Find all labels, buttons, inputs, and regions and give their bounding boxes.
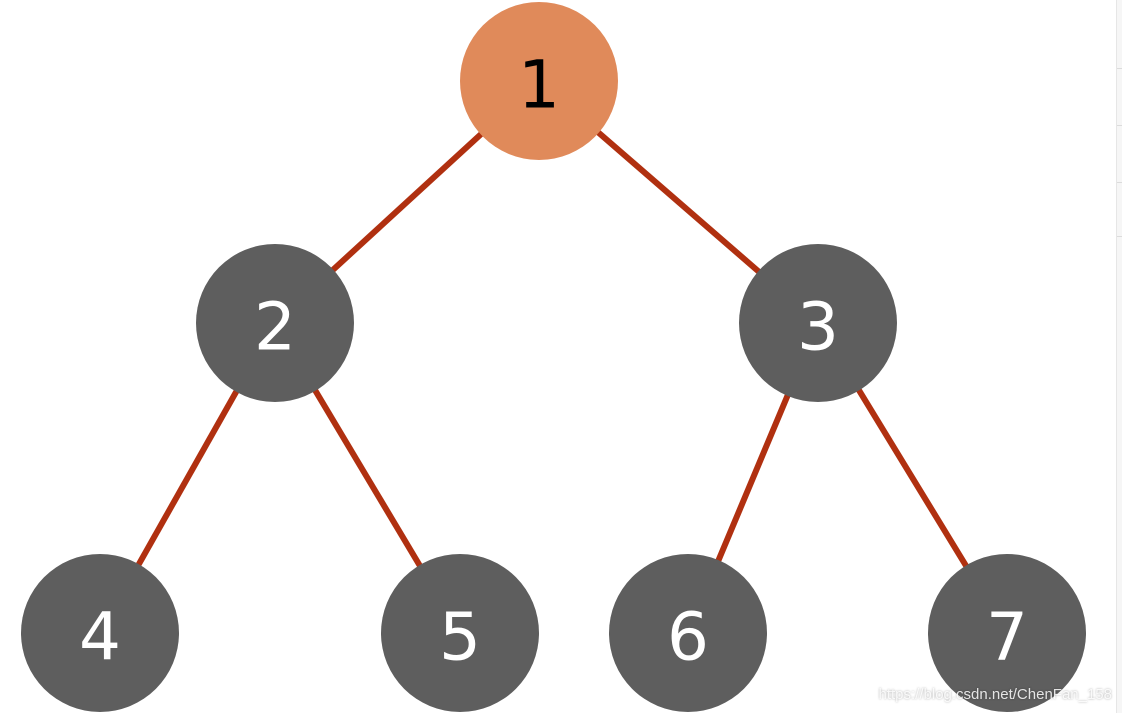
node-label-4: 4 xyxy=(79,599,121,676)
tree-node-3: 3 xyxy=(739,244,897,402)
node-label-5: 5 xyxy=(439,599,481,676)
strip-tick xyxy=(1117,182,1122,183)
tree-node-4: 4 xyxy=(21,554,179,712)
node-label-1: 1 xyxy=(518,47,560,124)
tree-node-5: 5 xyxy=(381,554,539,712)
tree-node-6: 6 xyxy=(609,554,767,712)
node-label-7: 7 xyxy=(986,599,1028,676)
strip-tick xyxy=(1117,68,1122,69)
tree-node-7: 7 xyxy=(928,554,1086,712)
node-label-6: 6 xyxy=(667,599,709,676)
strip-tick xyxy=(1117,236,1122,237)
tree-node-2: 2 xyxy=(196,244,354,402)
scrollbar-strip xyxy=(1116,0,1122,713)
node-circle-4 xyxy=(21,554,179,712)
node-circle-2 xyxy=(196,244,354,402)
watermark-text: https://blog.csdn.net/ChenFan_158 xyxy=(878,686,1113,703)
node-label-2: 2 xyxy=(254,289,296,366)
node-circle-1 xyxy=(460,2,618,160)
strip-tick xyxy=(1117,125,1122,126)
node-circle-5 xyxy=(381,554,539,712)
node-circle-7 xyxy=(928,554,1086,712)
node-circle-6 xyxy=(609,554,767,712)
node-circle-3 xyxy=(739,244,897,402)
node-label-3: 3 xyxy=(797,289,839,366)
tree-node-1: 1 xyxy=(460,2,618,160)
nodes-layer: 1 2 3 4 5 6 7 xyxy=(21,2,1086,712)
